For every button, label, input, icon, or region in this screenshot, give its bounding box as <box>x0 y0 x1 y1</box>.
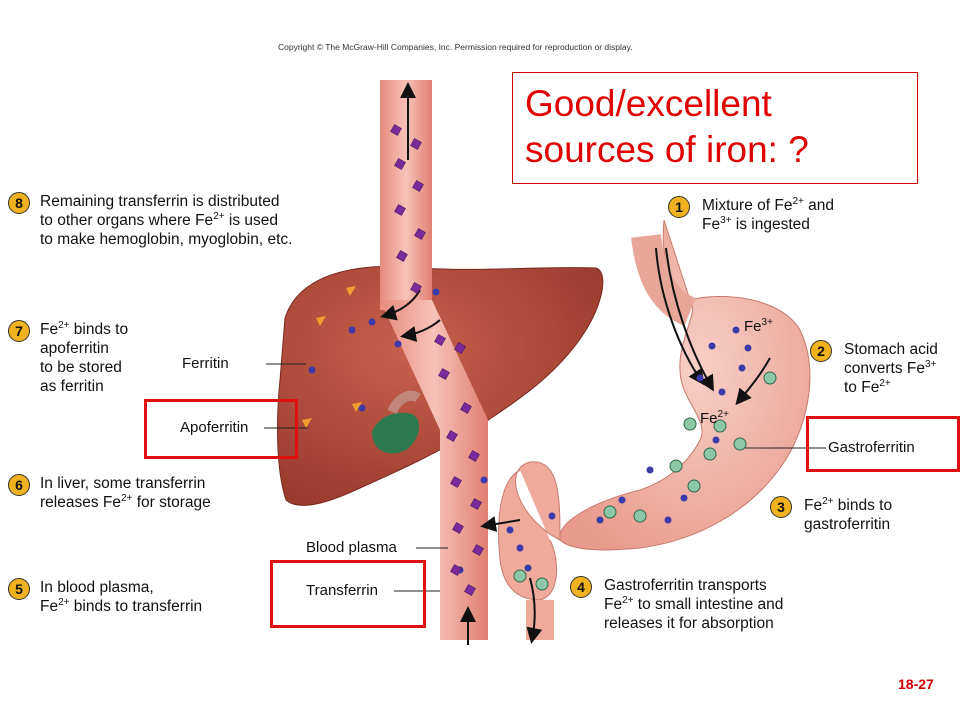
callout-line-2: sources of iron: ? <box>525 129 809 170</box>
fe2-label: Fe2+ <box>700 409 729 428</box>
step-2-line-1: Stomach acid <box>844 341 938 358</box>
step-1-line-2: Fe3+ is ingested <box>702 214 810 233</box>
step-7-line-2: apoferritin <box>40 340 109 357</box>
question-callout-box: Good/excellent sources of iron: ? <box>512 72 918 184</box>
small-intestine <box>498 461 561 601</box>
stomach-shape <box>559 219 811 551</box>
step-3-text: Fe2+ binds to gastroferritin <box>804 496 892 534</box>
step-2-text: Stomach acid converts Fe3+ to Fe2+ <box>844 340 938 397</box>
step-2-badge: 2 <box>810 340 832 362</box>
step-4-text: Gastroferritin transports Fe2+ to small … <box>604 576 783 633</box>
gastroferritin-particles <box>513 371 777 591</box>
step-5-line-2: Fe2+ binds to transferrin <box>40 596 203 615</box>
step-1-text: Mixture of Fe2+ and Fe3+ is ingested <box>702 196 834 234</box>
step-7-line-1: Fe2+ binds to <box>40 319 129 338</box>
fe3-label: Fe3+ <box>744 317 773 336</box>
step-5-line-1: In blood plasma, <box>40 579 154 596</box>
step-3-line-2: gastroferritin <box>804 516 891 533</box>
step-5-badge: 5 <box>8 578 30 600</box>
step-4-line-2: Fe2+ to small intestine and <box>604 594 784 613</box>
step-7-line-3: to be stored <box>40 359 122 376</box>
ferritin-label: Ferritin <box>182 355 229 372</box>
gastroferritin-highlight-box <box>806 416 960 472</box>
step-6-line-1: In liver, some transferrin <box>40 475 206 492</box>
transferrin-label: Transferrin <box>306 582 378 599</box>
step-5-text: In blood plasma, Fe2+ binds to transferr… <box>40 578 202 616</box>
step-4-line-1: Gastroferritin transports <box>604 577 767 594</box>
blood-plasma-label: Blood plasma <box>306 539 397 556</box>
step-6-badge: 6 <box>8 474 30 496</box>
slide-number: 18-27 <box>898 676 934 692</box>
step-1-badge: 1 <box>668 196 690 218</box>
gallbladder-shape <box>372 412 420 454</box>
step-1-line-1: Mixture of Fe2+ and <box>702 195 835 214</box>
apoferritin-highlight-box <box>144 399 298 459</box>
step-7-line-4: as ferritin <box>40 378 104 395</box>
copyright-notice: Copyright © The McGraw-Hill Companies, I… <box>278 42 633 52</box>
question-callout-text: Good/excellent sources of iron: ? <box>525 81 809 173</box>
step-7-badge: 7 <box>8 320 30 342</box>
step-6-text: In liver, some transferrin releases Fe2+… <box>40 474 211 512</box>
gastroferritin-label: Gastroferritin <box>828 439 915 456</box>
step-7-text: Fe2+ binds to apoferritin to be stored a… <box>40 320 128 396</box>
blood-vessel <box>380 80 432 310</box>
step-8-badge: 8 <box>8 192 30 214</box>
step-8-line-2: to other organs where Fe2+ is used <box>40 210 279 229</box>
transferrin-particles <box>390 124 484 596</box>
step-6-line-2: releases Fe2+ for storage <box>40 492 211 511</box>
step-2-line-3: to Fe2+ <box>844 377 891 396</box>
transferrin-highlight-box <box>270 560 426 628</box>
step-8-text: Remaining transferrin is distributed to … <box>40 192 292 249</box>
step-4-badge: 4 <box>570 576 592 598</box>
step-8-line-1: Remaining transferrin is distributed <box>40 193 280 210</box>
step-4-line-3: releases it for absorption <box>604 615 774 632</box>
apoferritin-label: Apoferritin <box>180 419 249 436</box>
step-8-line-3: to make hemoglobin, myoglobin, etc. <box>40 231 293 248</box>
step-3-badge: 3 <box>770 496 792 518</box>
step-3-line-1: Fe2+ binds to <box>804 495 893 514</box>
step-2-line-2: converts Fe3+ <box>844 358 937 377</box>
apoferritin-particles <box>302 286 362 428</box>
iron-particles <box>308 288 752 574</box>
callout-line-1: Good/excellent <box>525 83 772 124</box>
